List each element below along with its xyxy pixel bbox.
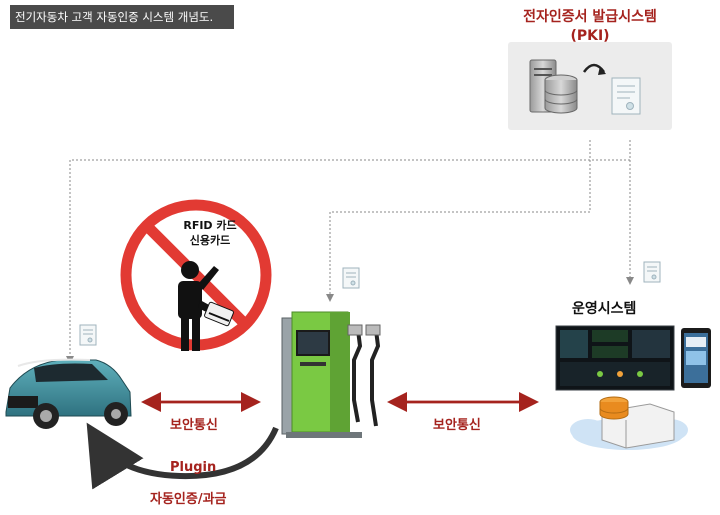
- prohibited-line1: RFID 카드: [183, 219, 237, 232]
- tablet-icon: [681, 328, 711, 388]
- certificate-icon: [643, 261, 661, 283]
- dashed-connections: [66, 140, 634, 364]
- diagram-caption: 전기자동차 고객 자동인증 시스템 개념도.: [10, 5, 234, 29]
- dashboard-screen-icon: [555, 325, 675, 391]
- server-database-icon: [529, 59, 578, 114]
- pki-to-car-line: [66, 140, 631, 364]
- pki-to-charger-line: [326, 140, 591, 302]
- secure-comm-label-right: 보안통신: [433, 418, 481, 433]
- auto-auth-billing-label: 자동인증/과금: [150, 492, 227, 507]
- plugin-label: Plugin: [170, 460, 217, 475]
- card-icon: [204, 301, 234, 327]
- certificate-icon: [79, 324, 97, 346]
- refresh-arrow-icon: [582, 63, 606, 75]
- pki-title: 전자인증서 발급시스템 (PKI): [470, 8, 710, 46]
- certificate-icon: [611, 77, 641, 115]
- pki-title-line2: (PKI): [570, 28, 610, 44]
- cloud-server-icon: [570, 396, 688, 450]
- plugin-curve-arrow: [86, 422, 279, 490]
- prohibited-methods-label: RFID 카드 신용카드: [150, 218, 270, 248]
- pki-title-line1: 전자인증서 발급시스템: [523, 9, 657, 25]
- car-icon: [5, 358, 132, 429]
- ev-charger-icon: [281, 311, 381, 438]
- certificate-icon: [342, 267, 360, 289]
- prohibited-line2: 신용카드: [189, 234, 231, 247]
- person-icon: [178, 261, 222, 351]
- operations-system-title: 운영시스템: [572, 301, 637, 317]
- secure-comm-label-left: 보안통신: [170, 418, 218, 433]
